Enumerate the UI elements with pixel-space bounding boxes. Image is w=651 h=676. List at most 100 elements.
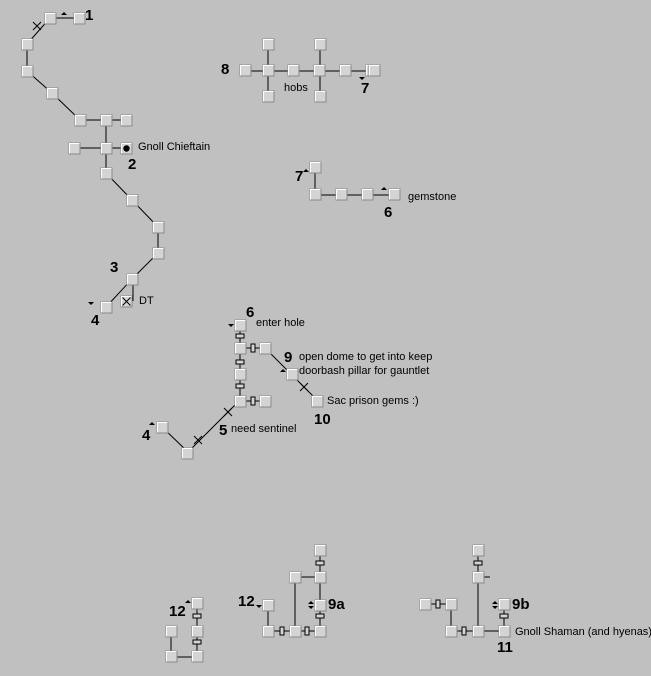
room-tile (181, 447, 194, 460)
map-room-61 (445, 625, 458, 638)
room-tile (368, 64, 381, 77)
room-tile (314, 599, 327, 612)
room-tile (287, 64, 300, 77)
room-highlight (362, 189, 373, 200)
room-highlight (121, 115, 132, 126)
note-dt: DT (139, 295, 154, 307)
map-room-8 (100, 167, 113, 180)
room-tile (262, 64, 275, 77)
note-open-dome: open dome to get into keep (299, 351, 432, 363)
map-room-7 (100, 142, 113, 155)
room-tile (191, 625, 204, 638)
map-room-15 (68, 142, 81, 155)
room-tile (286, 368, 299, 381)
room-tile (259, 342, 272, 355)
map-room-63 (498, 598, 511, 611)
room-tile (152, 247, 165, 260)
room-tile (339, 64, 352, 77)
map-room-54 (289, 625, 302, 638)
note-enter-hole: enter hole (256, 317, 305, 329)
room-highlight (166, 651, 177, 662)
map-room-52 (314, 599, 327, 612)
label-3: 3 (110, 259, 118, 276)
room-tile (191, 650, 204, 663)
map-room-62 (472, 625, 485, 638)
room-highlight (101, 168, 112, 179)
map-room-35 (234, 342, 247, 355)
room-tile (44, 12, 57, 25)
map-room-4 (46, 87, 59, 100)
room-highlight (446, 626, 457, 637)
map-room-3 (21, 65, 34, 78)
room-highlight (235, 369, 246, 380)
room-tile (388, 188, 401, 201)
label-7-mid: 7 (295, 168, 303, 185)
room-highlight (74, 13, 85, 24)
door-mark (235, 333, 245, 339)
door-mark (304, 626, 310, 636)
room-highlight (420, 599, 431, 610)
map-room-34 (234, 319, 247, 332)
label-7-top: 7 (361, 80, 369, 97)
room-highlight (101, 115, 112, 126)
room-highlight (101, 302, 112, 313)
room-highlight (235, 396, 246, 407)
stair-up-arrow (280, 369, 286, 372)
cell-9a-spine (268, 550, 321, 632)
room-highlight (166, 626, 177, 637)
map-room-14 (120, 114, 133, 127)
room-highlight (290, 572, 301, 583)
label-4-lower: 4 (142, 427, 151, 444)
room-highlight (22, 39, 33, 50)
map-room-43 (181, 447, 194, 460)
map-room-50 (314, 571, 327, 584)
room-highlight (312, 396, 323, 407)
stair-down-arrow (308, 606, 314, 609)
room-tile (100, 142, 113, 155)
room-tile (73, 12, 86, 25)
map-room-11 (152, 247, 165, 260)
room-highlight (127, 195, 138, 206)
room-highlight (121, 143, 132, 154)
stair-up-arrow (303, 169, 309, 172)
room-tile (472, 571, 485, 584)
room-tile (314, 571, 327, 584)
map-room-5 (74, 114, 87, 127)
door-mark (499, 613, 509, 619)
map-room-24 (262, 38, 275, 51)
room-highlight (315, 91, 326, 102)
map-room-53 (314, 625, 327, 638)
room-highlight (499, 599, 510, 610)
room-highlight (473, 572, 484, 583)
room-tile (234, 342, 247, 355)
room-highlight (288, 65, 299, 76)
room-highlight (499, 626, 510, 637)
room-tile (234, 368, 247, 381)
map-room-60 (445, 598, 458, 611)
room-highlight (446, 599, 457, 610)
room-highlight (315, 572, 326, 583)
room-tile (498, 625, 511, 638)
map-room-26 (314, 38, 327, 51)
room-tile (100, 301, 113, 314)
room-highlight (101, 143, 112, 154)
room-highlight (157, 422, 168, 433)
label-9: 9 (284, 349, 292, 366)
room-highlight (69, 143, 80, 154)
note-need-sentinel: need sentinel (231, 423, 296, 435)
room-highlight (336, 189, 347, 200)
map-room-42 (156, 421, 169, 434)
room-tile (335, 188, 348, 201)
room-tile (152, 221, 165, 234)
room-highlight (192, 651, 203, 662)
map-room-27 (314, 90, 327, 103)
room-highlight (240, 65, 251, 76)
map-room-57 (472, 544, 485, 557)
note-gnoll-shaman: Gnoll Shaman (and hyenas) (515, 626, 651, 638)
room-highlight (47, 88, 58, 99)
room-highlight (260, 343, 271, 354)
map-room-21 (313, 64, 326, 77)
map-room-9 (126, 194, 139, 207)
map-room-13 (100, 301, 113, 314)
